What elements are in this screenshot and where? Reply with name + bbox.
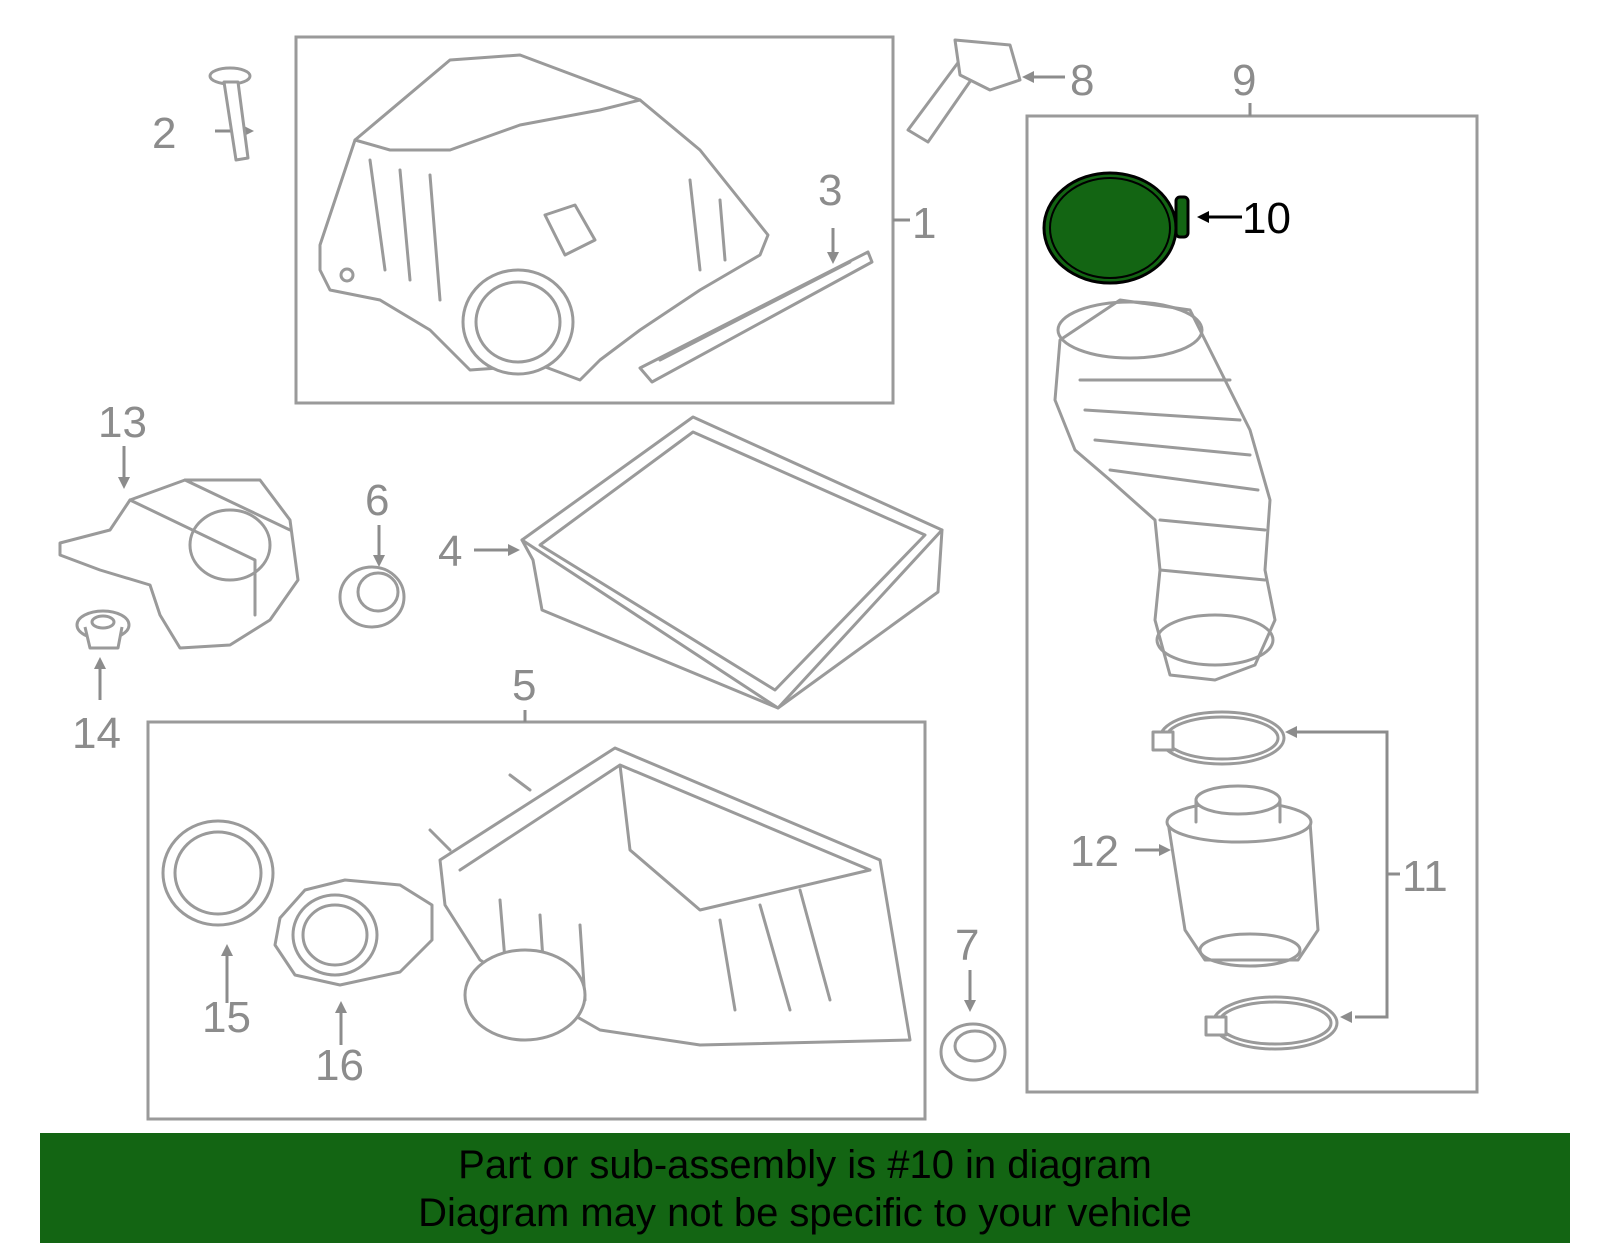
- part-4-filter: [520, 415, 944, 710]
- part-10-highlighted-seal: [1042, 171, 1190, 285]
- part-12-resonator: [1165, 784, 1320, 968]
- part-16-adapter: [273, 878, 434, 987]
- callout-16: 16: [315, 1041, 364, 1090]
- part-5-lower-box: [428, 746, 912, 1047]
- callout-6: 6: [365, 476, 389, 525]
- part-2-bolt: [208, 66, 252, 162]
- callout-12: 12: [1070, 827, 1119, 876]
- part-8-sensor: [906, 38, 1022, 144]
- info-banner: Part or sub-assembly is #10 in diagram D…: [40, 1133, 1570, 1243]
- callout-14: 14: [72, 709, 121, 758]
- part-13-inlet: [58, 478, 300, 650]
- callout-5: 5: [512, 661, 536, 710]
- callout-10: 10: [1242, 194, 1291, 243]
- callout-13: 13: [98, 398, 147, 447]
- callout-3: 3: [818, 166, 842, 215]
- part-1-cover: [318, 53, 770, 382]
- callout-11: 11: [1402, 852, 1448, 901]
- callout-15: 15: [202, 993, 251, 1042]
- callout-2: 2: [152, 109, 176, 158]
- callout-4: 4: [438, 527, 462, 576]
- part-10-ring: [1042, 171, 1178, 285]
- callout-9: 9: [1232, 56, 1256, 105]
- callout-7: 7: [955, 921, 979, 970]
- part-3-strip: [638, 250, 874, 384]
- part-9-duct: [1053, 298, 1277, 682]
- callout-1: 1: [912, 199, 936, 248]
- part-6-grommet: [338, 565, 406, 629]
- banner-line-2: Diagram may not be specific to your vehi…: [418, 1191, 1192, 1235]
- part-7-grommet: [939, 1022, 1007, 1082]
- group-box-5: [146, 720, 927, 1121]
- part-15-seal: [161, 819, 275, 927]
- callout-8: 8: [1070, 56, 1094, 105]
- group-box-9: [1025, 114, 1479, 1094]
- part-14-grommet: [75, 609, 131, 650]
- banner-line-1: Part or sub-assembly is #10 in diagram: [458, 1143, 1152, 1187]
- part-11-clamps: [1151, 710, 1339, 1051]
- callout-arrows: [94, 71, 1352, 1045]
